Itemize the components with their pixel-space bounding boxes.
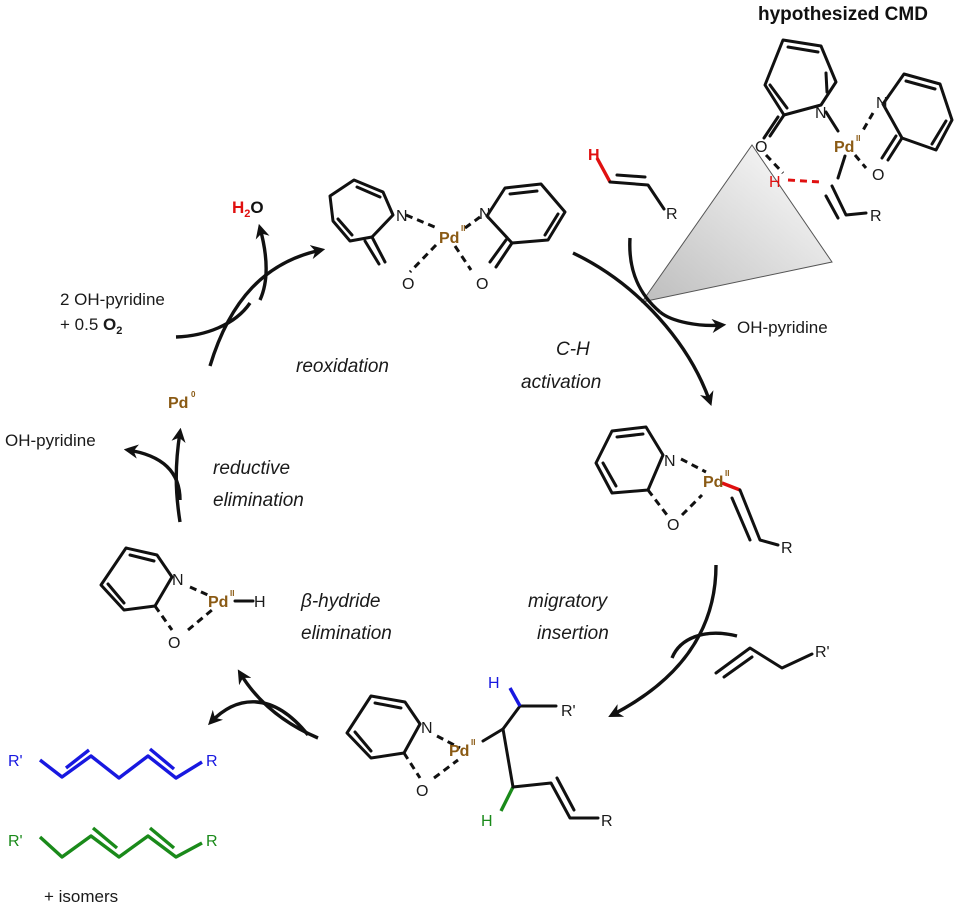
step-migratory-line1: migratory [528,591,609,612]
arrow-substrate-in [628,237,662,314]
arrow-product-out [208,700,310,737]
oh-pyridine-in-line1: 2 OH-pyridine [60,290,165,309]
arrow-ch-activation [572,251,714,407]
oh-pyridine-out-red: OH-pyridine [5,431,96,450]
incoming-rprime-label: R' [815,644,830,661]
pd0-label: Pd [168,395,188,412]
vinyl-n-label: N [664,453,676,470]
alkyl-n-label: N [421,720,433,737]
cmd-o1-label: O [755,139,767,156]
cmd-n1-label: N [815,105,827,122]
alkyl-pd-label: Pd [449,743,469,760]
pd0-ox: 0 [191,390,196,399]
product-blue-diene: R' R [8,747,218,780]
vinyl-pd-intermediate: N O R Pd II [594,425,793,557]
step-beta-line2: elimination [301,623,392,644]
alkyl-rprime-label: R' [561,703,576,720]
water-label: H2O [232,198,264,220]
arrow-migratory-insertion [608,564,718,717]
blue-r-label: R [206,753,218,770]
hydride-n-label: N [172,572,184,589]
alkyl-pd-intermediate: N O H H R' R Pd II [345,675,613,830]
top-o2-label: O [476,276,488,293]
cmd-pd-ox: II [856,134,860,143]
top-pd-ox: II [461,224,465,233]
step-reductive-line2: elimination [213,490,304,511]
vinyl-pd-label: Pd [703,474,723,491]
alkyl-r-label: R [601,813,613,830]
top-pd-label: Pd [439,230,459,247]
hydride-h-label: H [254,594,266,611]
isomers-label: + isomers [44,887,118,906]
arrow-reoxidation [208,245,326,367]
cmd-h-label: H [769,174,781,191]
alkene-substrate: H R [588,147,678,223]
oh-pyridine-out-ch: OH-pyridine [737,318,828,337]
alkyl-h-blue: H [488,675,500,692]
arrow-beta-elimination [237,669,319,740]
cmd-r-label: R [870,208,882,225]
cmd-transition-state: R N N O O Pd II H [755,38,954,225]
step-ch-activation-line1: C-H [556,339,590,360]
vinyl-o-label: O [667,517,679,534]
substrate-h-label: H [588,147,600,164]
green-r-label: R [206,833,218,850]
step-reoxidation: reoxidation [296,356,389,377]
step-ch-activation-line2: activation [521,372,601,393]
arrow-water-out [255,223,270,301]
oh-pyridine-in-line2: + 0.5 O2 [60,315,122,337]
green-rprime-label: R' [8,833,23,850]
alkyl-pd-ox: II [471,738,475,747]
top-n2-label: N [479,206,491,223]
step-migratory-line2: insertion [537,623,609,644]
arrow-oh-pyridine-release [123,444,182,501]
hydride-o-label: O [168,635,180,652]
cmd-n2-label: N [876,95,888,112]
pd-hydride-intermediate: N O H Pd II [99,546,266,652]
vinyl-pd-ox: II [725,469,729,478]
product-green-diene: R' R [8,826,218,859]
substrate-r-label: R [666,206,678,223]
step-reductive-line1: reductive [213,458,290,479]
alkyl-h-green: H [481,813,493,830]
arrow-oh-pyridine-out [658,310,727,334]
incoming-alkene: R' [714,644,830,679]
blue-rprime-label: R' [8,753,23,770]
cmd-title: hypothesized CMD [758,4,928,25]
arrow-alkene-in [670,631,738,659]
hydride-pd-ox: II [230,589,234,598]
arrow-oxidant-in [175,302,252,339]
top-o1-label: O [402,276,414,293]
cmd-zoom-cone [640,144,833,303]
cmd-pd-label: Pd [834,139,854,156]
hydride-pd-label: Pd [208,594,228,611]
cmd-o2-label: O [872,167,884,184]
pd-bis-pyridonate: N N O O Pd II [328,178,567,293]
top-n1-label: N [396,208,408,225]
vinyl-r-label: R [781,540,793,557]
alkyl-o-label: O [416,783,428,800]
step-beta-line1: β-hydride [300,591,381,612]
